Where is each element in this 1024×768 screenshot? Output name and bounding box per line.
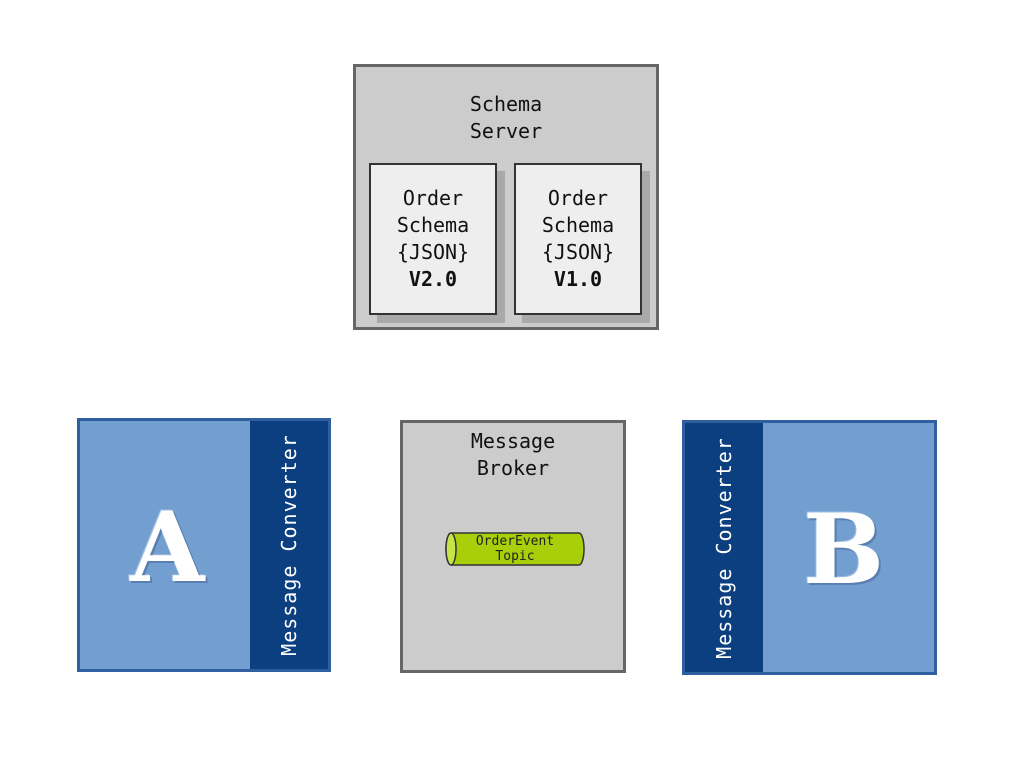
- message-converter-a: Message Converter: [250, 421, 328, 669]
- topic-cylinder-icon: [445, 532, 585, 566]
- service-b-box: Message Converter B: [682, 420, 937, 675]
- service-b-letter: B: [803, 493, 885, 606]
- message-converter-b-label: Message Converter: [712, 436, 736, 659]
- schema-server-title: Schema Server: [469, 92, 543, 143]
- schema-doc-format: {JSON}: [396, 240, 470, 264]
- schema-doc-v2: Order Schema {JSON} V2.0: [369, 163, 497, 315]
- message-broker-box: Message Broker OrderEvent Topic: [400, 420, 626, 673]
- topic-name: OrderEvent: [475, 534, 555, 549]
- service-a-letter: A: [130, 491, 205, 604]
- schema-doc-version: V2.0: [408, 267, 458, 291]
- message-converter-a-label: Message Converter: [277, 434, 301, 656]
- schema-doc-format: {JSON}: [541, 240, 615, 264]
- topic-label: OrderEvent Topic: [445, 531, 585, 567]
- schema-doc-kind: Schema: [541, 213, 615, 237]
- schema-doc-name: Order: [547, 186, 609, 210]
- topic-kind: Topic: [495, 549, 535, 564]
- schema-doc-v1: Order Schema {JSON} V1.0: [514, 163, 642, 315]
- message-converter-b: Message Converter: [685, 423, 763, 672]
- service-a-box: A Message Converter: [77, 418, 331, 672]
- schema-doc-version: V1.0: [553, 267, 603, 291]
- schema-server-box: Schema Server Order Schema {JSON} V2.0 O…: [353, 64, 659, 330]
- schema-doc-kind: Schema: [396, 213, 470, 237]
- message-broker-title: Message Broker: [470, 429, 556, 480]
- schema-doc-name: Order: [402, 186, 464, 210]
